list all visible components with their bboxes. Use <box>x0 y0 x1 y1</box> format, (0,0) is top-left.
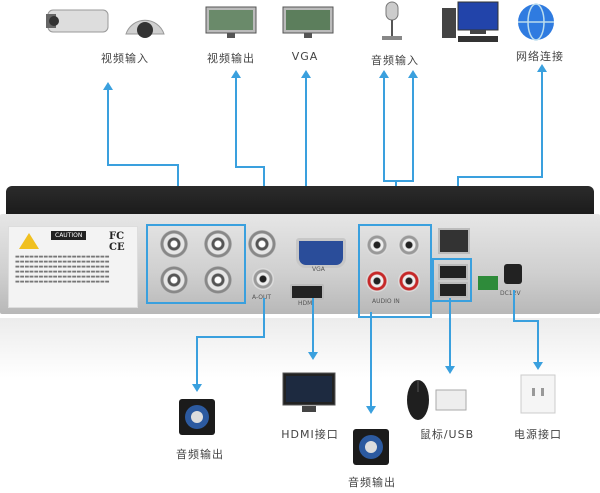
arrow-tip-power <box>533 362 543 370</box>
arrow-video-in-h <box>107 164 179 166</box>
terminal-block[interactable] <box>478 276 498 290</box>
label-audio-in: 音频输入 <box>371 54 419 67</box>
label-audio-out-left: 音频输出 <box>176 448 224 461</box>
rca-audio-in-3[interactable] <box>366 270 388 292</box>
hdmi-tv-icon <box>282 372 336 418</box>
arrow-tip-audio-in-r <box>408 70 418 78</box>
label-hdmi: HDMI接口 <box>281 428 339 441</box>
label-vga-port: VGA <box>312 266 325 273</box>
arrow-video-out-h <box>235 166 265 168</box>
audio-in-group <box>358 224 432 318</box>
vga-port[interactable] <box>296 238 346 268</box>
arrow-usb-v <box>449 298 451 368</box>
power-jack[interactable] <box>504 264 522 284</box>
network-globe-icon <box>516 2 556 46</box>
caution-label: CAUTION FC CE ▬▬▬▬▬▬▬▬▬▬▬▬▬▬▬▬▬▬▬▬▬▬▬▬▬▬… <box>8 226 138 308</box>
arrow-audio-out-l-v1 <box>263 298 265 338</box>
bnc-video-out[interactable] <box>248 230 276 258</box>
label-hdmi-port: HDMI <box>298 300 315 307</box>
warning-icon <box>19 233 39 249</box>
speaker-icon <box>178 398 216 440</box>
arrow-network-h <box>457 176 543 178</box>
video-in-group <box>146 224 246 304</box>
arrow-tip-vga <box>301 70 311 78</box>
rca-audio-out[interactable] <box>252 268 274 290</box>
arrow-video-out-v1 <box>235 78 237 168</box>
rca-audio-in-2[interactable] <box>398 234 420 256</box>
computer-icon <box>440 0 502 48</box>
power-outlet-icon <box>520 374 556 418</box>
arrow-tip-video-in <box>103 82 113 90</box>
monitor-icon <box>205 6 257 44</box>
label-video-out: 视频输出 <box>207 52 255 65</box>
bnc-video-in-2[interactable] <box>204 230 232 258</box>
rca-audio-in-1[interactable] <box>366 234 388 256</box>
arrow-tip-video-out <box>231 70 241 78</box>
label-dc: DC12V <box>500 290 521 297</box>
caution-title: CAUTION <box>51 231 87 240</box>
mouse-icon <box>404 376 470 428</box>
arrow-audio-out-l-h <box>196 336 265 338</box>
arrow-hdmi-v <box>312 298 314 354</box>
hdmi-port[interactable] <box>290 284 324 300</box>
microphone-icon <box>372 0 412 48</box>
label-a-out: A-OUT <box>252 294 272 301</box>
lan-port[interactable] <box>438 228 470 254</box>
bnc-video-in-3[interactable] <box>160 266 188 294</box>
usb-port-2[interactable] <box>438 282 468 298</box>
speaker-icon <box>352 428 390 470</box>
bnc-video-in-4[interactable] <box>204 266 232 294</box>
usb-port-1[interactable] <box>438 264 468 280</box>
arrow-tip-audio-in-l <box>379 70 389 78</box>
usb-group <box>432 258 472 302</box>
label-power: 电源接口 <box>514 428 562 441</box>
arrow-network-v1 <box>541 72 543 178</box>
caution-fine-print: ▬▬▬▬▬▬▬▬▬▬▬▬▬▬▬▬▬▬▬▬▬▬▬▬▬▬▬▬▬▬▬▬▬▬▬▬▬▬▬▬… <box>15 254 110 285</box>
arrow-audio-out-l-v2 <box>196 336 198 386</box>
arrow-video-in-v1 <box>107 90 109 166</box>
label-mouse-usb: 鼠标/USB <box>419 428 475 441</box>
label-audio-in-port: AUDIO IN <box>372 298 400 305</box>
arrow-audio-in-v1 <box>383 78 385 182</box>
label-audio-out-center: 音频输出 <box>348 476 396 489</box>
fcc-ce-mark: FC CE <box>109 231 125 253</box>
arrow-vga-v <box>305 78 307 238</box>
arrow-power-h <box>513 320 539 322</box>
label-video-in: 视频输入 <box>101 52 149 65</box>
arrow-tip-audio-out-l <box>192 384 202 392</box>
arrow-tip-network <box>537 64 547 72</box>
dvr-reflection <box>0 318 600 378</box>
bnc-video-in-1[interactable] <box>160 230 188 258</box>
arrow-audio-out-c-v <box>370 312 372 408</box>
monitor-icon <box>282 6 334 44</box>
label-network: 网络连接 <box>516 50 564 63</box>
arrow-tip-usb <box>445 366 455 374</box>
label-vga: VGA <box>291 50 319 63</box>
rca-audio-in-4[interactable] <box>398 270 420 292</box>
camera-icon <box>46 4 166 48</box>
arrow-audio-in-h <box>383 180 414 182</box>
arrow-tip-hdmi <box>308 352 318 360</box>
arrow-tip-audio-out-c <box>366 406 376 414</box>
arrow-power-v2 <box>537 320 539 364</box>
arrow-audio-in-v2 <box>412 78 414 182</box>
arrow-power-v1 <box>513 290 515 322</box>
